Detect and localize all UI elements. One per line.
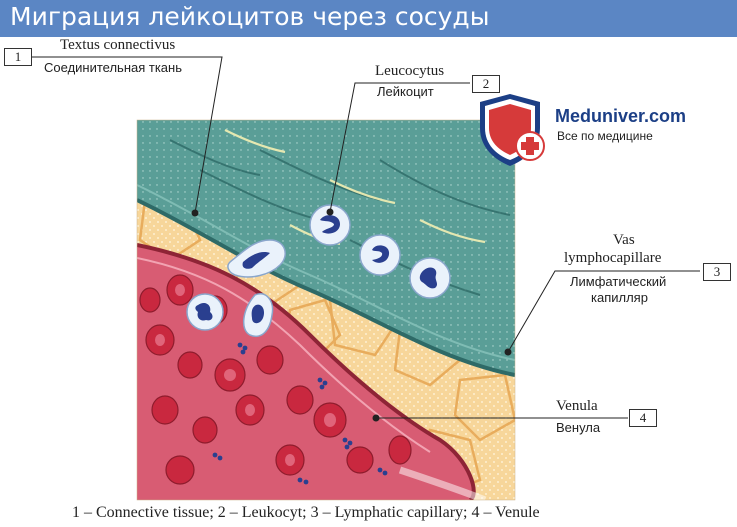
- label-3-russian-line1: Лимфатический: [570, 274, 667, 289]
- label-3-russian-line2: капилляр: [591, 290, 648, 305]
- label-3-latin-line1: Vas: [613, 232, 635, 248]
- label-4-russian: Венула: [556, 420, 601, 435]
- label-3-latin-line2: lymphocapillare: [564, 250, 662, 266]
- meduniver-logo: [480, 94, 545, 166]
- platelets: [212, 342, 388, 485]
- title-bar: [0, 0, 737, 37]
- leukocytes: [186, 204, 451, 337]
- brand-tagline: Все по медицине: [557, 129, 653, 143]
- label-1-latin: Textus connectivus: [60, 37, 176, 53]
- figure-caption: 1 – Connective tissue; 2 – Leukocyt; 3 –…: [72, 504, 540, 521]
- label-1-russian: Соединительная ткань: [44, 60, 182, 75]
- label-4-number: 4: [629, 409, 657, 427]
- leader-lines: [30, 56, 700, 419]
- label-3-number: 3: [703, 263, 731, 281]
- label-1-number: 1: [4, 48, 32, 66]
- brand-name: Meduniver.com: [555, 106, 687, 126]
- label-2-russian: Лейкоцит: [377, 84, 434, 99]
- tissue-panel: [137, 120, 515, 500]
- page-title: Миграция лейкоцитов через сосуды: [10, 2, 490, 31]
- label-2-number: 2: [472, 75, 500, 93]
- label-2-latin: Leucocytus: [375, 63, 445, 79]
- label-4-latin: Venula: [556, 398, 598, 414]
